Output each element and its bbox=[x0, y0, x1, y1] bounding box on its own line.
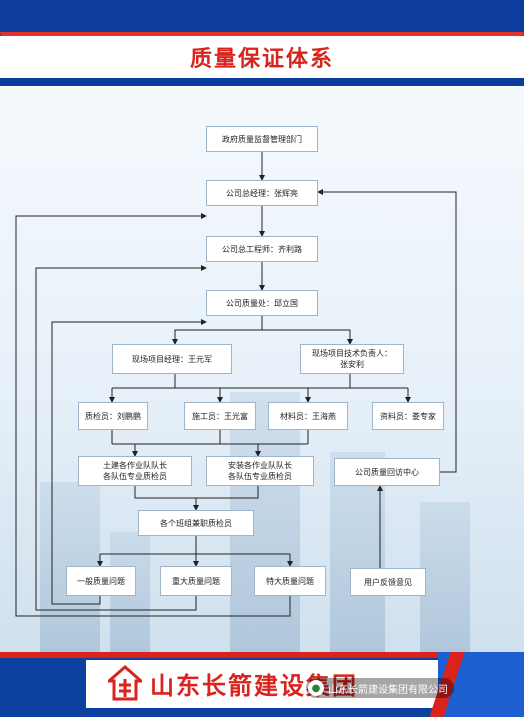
watermark-text: 山东长箭建设集团有限公司 bbox=[328, 684, 448, 696]
wechat-icon: ● bbox=[308, 680, 324, 696]
node-user-feedback: 用户反馈意见 bbox=[350, 568, 426, 596]
footer-panel bbox=[86, 660, 438, 708]
node-visit-center: 公司质量回访中心 bbox=[334, 458, 440, 486]
node-material-staff: 材料员：王海燕 bbox=[268, 402, 348, 430]
node-major-issue: 重大质量问题 bbox=[160, 566, 232, 596]
footer-banner: 山东长箭建设集团 bbox=[0, 652, 524, 717]
node-special-issue: 特大质量问题 bbox=[254, 566, 326, 596]
node-project-manager: 现场项目经理：王元军 bbox=[112, 344, 232, 374]
node-general-issue: 一般质量问题 bbox=[66, 566, 136, 596]
node-inspector: 质检员：刘鹏鹏 bbox=[78, 402, 148, 430]
wechat-watermark: ● 山东长箭建设集团有限公司 bbox=[306, 678, 454, 698]
title-panel: 质量保证体系 bbox=[0, 36, 524, 78]
node-install-teams: 安装各作业队队长 各队伍专业质检员 bbox=[206, 456, 314, 486]
node-team-inspectors: 各个班组兼职质检员 bbox=[138, 510, 254, 536]
node-tech-lead: 现场项目技术负责人： 张安利 bbox=[300, 344, 404, 374]
node-construction-staff: 施工员：王光富 bbox=[184, 402, 256, 430]
node-gov: 政府质量监督管理部门 bbox=[206, 126, 318, 152]
node-civil-teams: 土建各作业队队长 各队伍专业质检员 bbox=[78, 456, 192, 486]
company-logo-icon bbox=[108, 665, 142, 701]
node-document-staff: 资料员：娄专家 bbox=[372, 402, 444, 430]
node-chief-engineer: 公司总工程师：齐利路 bbox=[206, 236, 318, 262]
page-title: 质量保证体系 bbox=[189, 47, 334, 72]
node-quality-dept: 公司质量处：邱立国 bbox=[206, 290, 318, 316]
node-general-manager: 公司总经理：张辉亮 bbox=[206, 180, 318, 206]
